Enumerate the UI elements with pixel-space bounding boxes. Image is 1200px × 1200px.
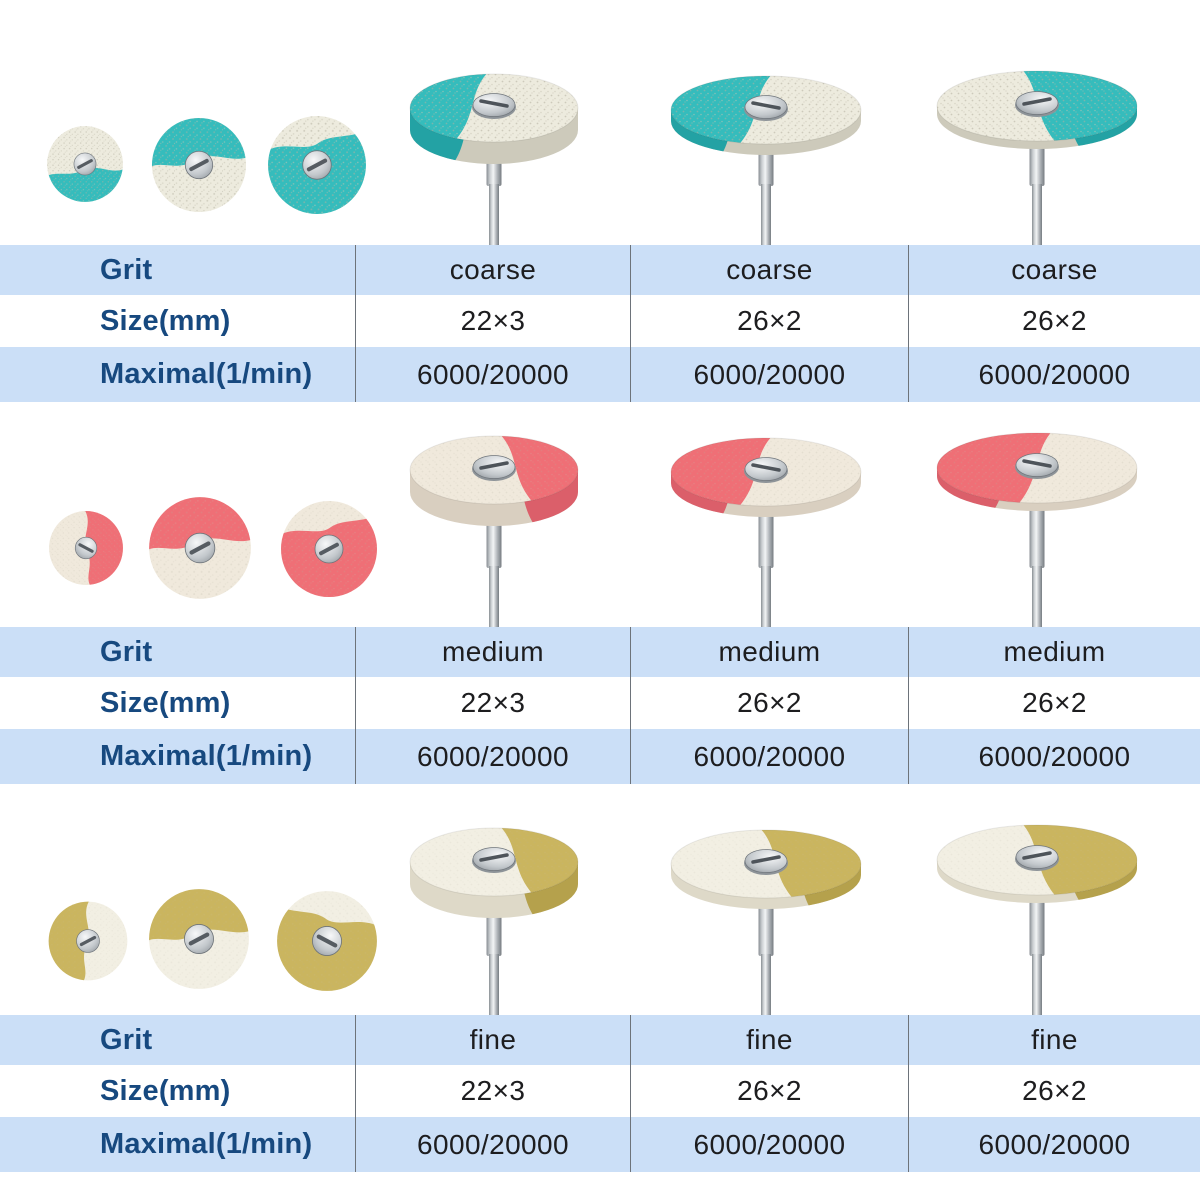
- size-value: 26×2: [630, 295, 908, 347]
- grit-value: fine: [908, 1015, 1200, 1065]
- row-label-maximal: Maximal(1/min): [100, 358, 313, 390]
- row-label-grit: Grit: [100, 635, 153, 668]
- coarse-mounted-wheels: [404, 66, 1142, 245]
- maximal-value: 6000/20000: [630, 729, 908, 784]
- size-value: 22×3: [355, 677, 630, 729]
- row-label-maximal: Maximal(1/min): [100, 1128, 313, 1160]
- row-label-grit: Grit: [100, 1023, 153, 1056]
- row-label-maximal: Maximal(1/min): [100, 740, 313, 772]
- size-value: 22×3: [355, 295, 630, 347]
- row-label-size: Size(mm): [100, 686, 231, 719]
- maximal-row: Maximal(1/min) 6000/20000 6000/20000 600…: [0, 347, 1200, 402]
- size-value: 26×2: [908, 1065, 1200, 1117]
- row-label-size: Size(mm): [100, 1074, 231, 1107]
- maximal-row: Maximal(1/min) 6000/20000 6000/20000 600…: [0, 729, 1200, 784]
- coarse-product-photo: [0, 0, 1200, 245]
- fine-face-discs: [47, 887, 379, 993]
- size-row: Size(mm) 22×3 26×2 26×2: [0, 295, 1200, 347]
- row-label-grit: Grit: [100, 253, 153, 286]
- coarse-face-discs: [46, 116, 369, 216]
- size-value: 26×2: [630, 677, 908, 729]
- medium-face-discs: [49, 495, 379, 599]
- maximal-value: 6000/20000: [908, 729, 1200, 784]
- size-row: Size(mm) 22×3 26×2 26×2: [0, 677, 1200, 729]
- maximal-value: 6000/20000: [630, 347, 908, 402]
- medium-spec-table: Grit medium medium medium Size(mm) 22×3 …: [0, 627, 1200, 784]
- grit-value: fine: [355, 1015, 630, 1065]
- row-label-size: Size(mm): [100, 304, 231, 337]
- grit-value: medium: [630, 627, 908, 677]
- grit-value: fine: [630, 1015, 908, 1065]
- maximal-value: 6000/20000: [630, 1117, 908, 1172]
- fine-spec-table: Grit fine fine fine Size(mm) 22×3 26×2 2…: [0, 1015, 1200, 1172]
- maximal-value: 6000/20000: [355, 1117, 630, 1172]
- size-value: 26×2: [630, 1065, 908, 1117]
- maximal-value: 6000/20000: [908, 347, 1200, 402]
- grit-value: medium: [355, 627, 630, 677]
- size-value: 26×2: [908, 677, 1200, 729]
- grit-value: medium: [908, 627, 1200, 677]
- grit-row: Grit medium medium medium: [0, 627, 1200, 677]
- maximal-row: Maximal(1/min) 6000/20000 6000/20000 600…: [0, 1117, 1200, 1172]
- size-value: 22×3: [355, 1065, 630, 1117]
- maximal-value: 6000/20000: [355, 347, 630, 402]
- size-row: Size(mm) 22×3 26×2 26×2: [0, 1065, 1200, 1117]
- size-value: 26×2: [908, 295, 1200, 347]
- grit-value: coarse: [630, 245, 908, 295]
- grit-value: coarse: [355, 245, 630, 295]
- medium-mounted-wheels: [408, 428, 1139, 627]
- maximal-value: 6000/20000: [355, 729, 630, 784]
- grit-row: Grit fine fine fine: [0, 1015, 1200, 1065]
- grit-value: coarse: [908, 245, 1200, 295]
- fine-product-photo: [0, 788, 1200, 1015]
- fine-mounted-wheels: [408, 820, 1142, 1015]
- coarse-spec-table: Grit coarse coarse coarse Size(mm) 22×3 …: [0, 245, 1200, 402]
- medium-product-photo: [0, 400, 1200, 627]
- grit-row: Grit coarse coarse coarse: [0, 245, 1200, 295]
- maximal-value: 6000/20000: [908, 1117, 1200, 1172]
